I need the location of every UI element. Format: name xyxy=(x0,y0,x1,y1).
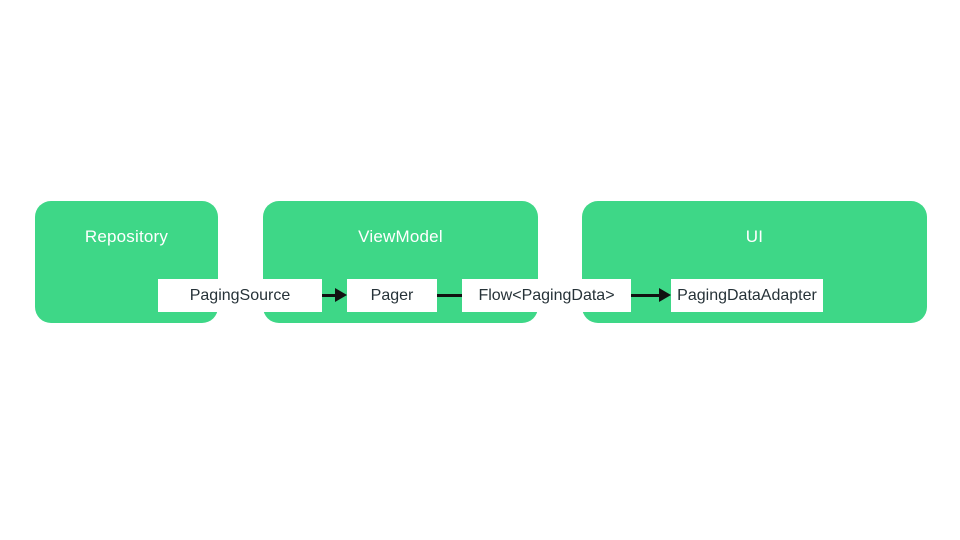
connector-pager-to-flow xyxy=(437,288,462,302)
connector-line xyxy=(437,294,462,297)
arrowhead-right-icon xyxy=(335,288,347,302)
connector-line xyxy=(322,294,337,297)
layer-repository-label: Repository xyxy=(84,227,169,246)
layer-repository: Repository xyxy=(35,201,218,323)
connector-pagingsource-to-pager xyxy=(322,288,347,302)
layer-ui-label: UI xyxy=(745,227,764,246)
node-flow-paging-data: Flow<PagingData> xyxy=(462,279,631,312)
connector-line xyxy=(631,294,661,297)
node-pager: Pager xyxy=(347,279,437,312)
node-flow-paging-data-label: Flow<PagingData> xyxy=(478,286,615,304)
node-paging-source-label: PagingSource xyxy=(189,286,291,304)
connector-flow-to-pagingdataadapter xyxy=(631,288,671,302)
node-paging-data-adapter-label: PagingDataAdapter xyxy=(677,286,817,304)
node-paging-source: PagingSource xyxy=(158,279,322,312)
layer-viewmodel-label: ViewModel xyxy=(358,227,443,246)
node-pager-label: Pager xyxy=(370,286,414,304)
arrowhead-right-icon xyxy=(659,288,671,302)
node-paging-data-adapter: PagingDataAdapter xyxy=(671,279,823,312)
